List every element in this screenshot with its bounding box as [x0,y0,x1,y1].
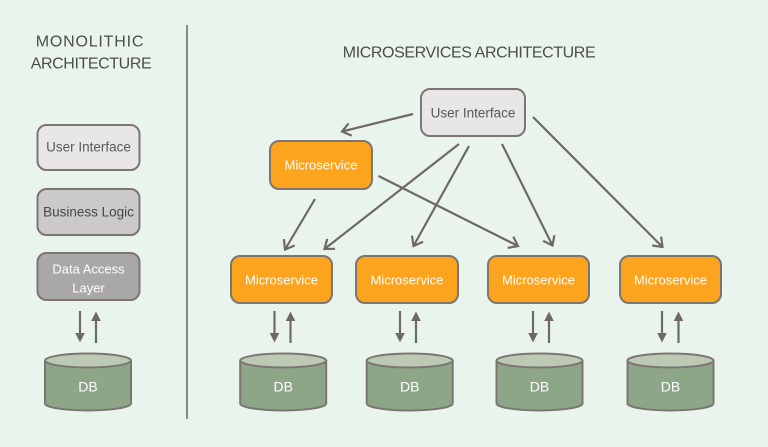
svg-text:Layer: Layer [72,281,105,296]
svg-text:ARCHITECTURE: ARCHITECTURE [31,56,152,73]
svg-text:MONOLITHIC: MONOLITHIC [36,34,144,51]
svg-text:DB: DB [273,379,292,395]
svg-text:Microservice: Microservice [502,273,575,288]
svg-text:DB: DB [530,379,549,395]
svg-text:Microservice: Microservice [245,273,318,288]
svg-text:User Interface: User Interface [46,140,131,155]
svg-text:Microservice: Microservice [634,273,707,288]
svg-text:Data Access: Data Access [52,262,125,277]
svg-text:DB: DB [400,379,419,395]
svg-text:Business Logic: Business Logic [43,205,134,220]
svg-text:Microservice: Microservice [285,158,358,173]
svg-text:Microservice: Microservice [371,273,444,288]
svg-text:DB: DB [661,379,680,395]
svg-text:DB: DB [78,379,97,395]
svg-text:MICROSERVICES ARCHITECTURE: MICROSERVICES ARCHITECTURE [343,45,595,62]
svg-text:User Interface: User Interface [431,106,516,121]
